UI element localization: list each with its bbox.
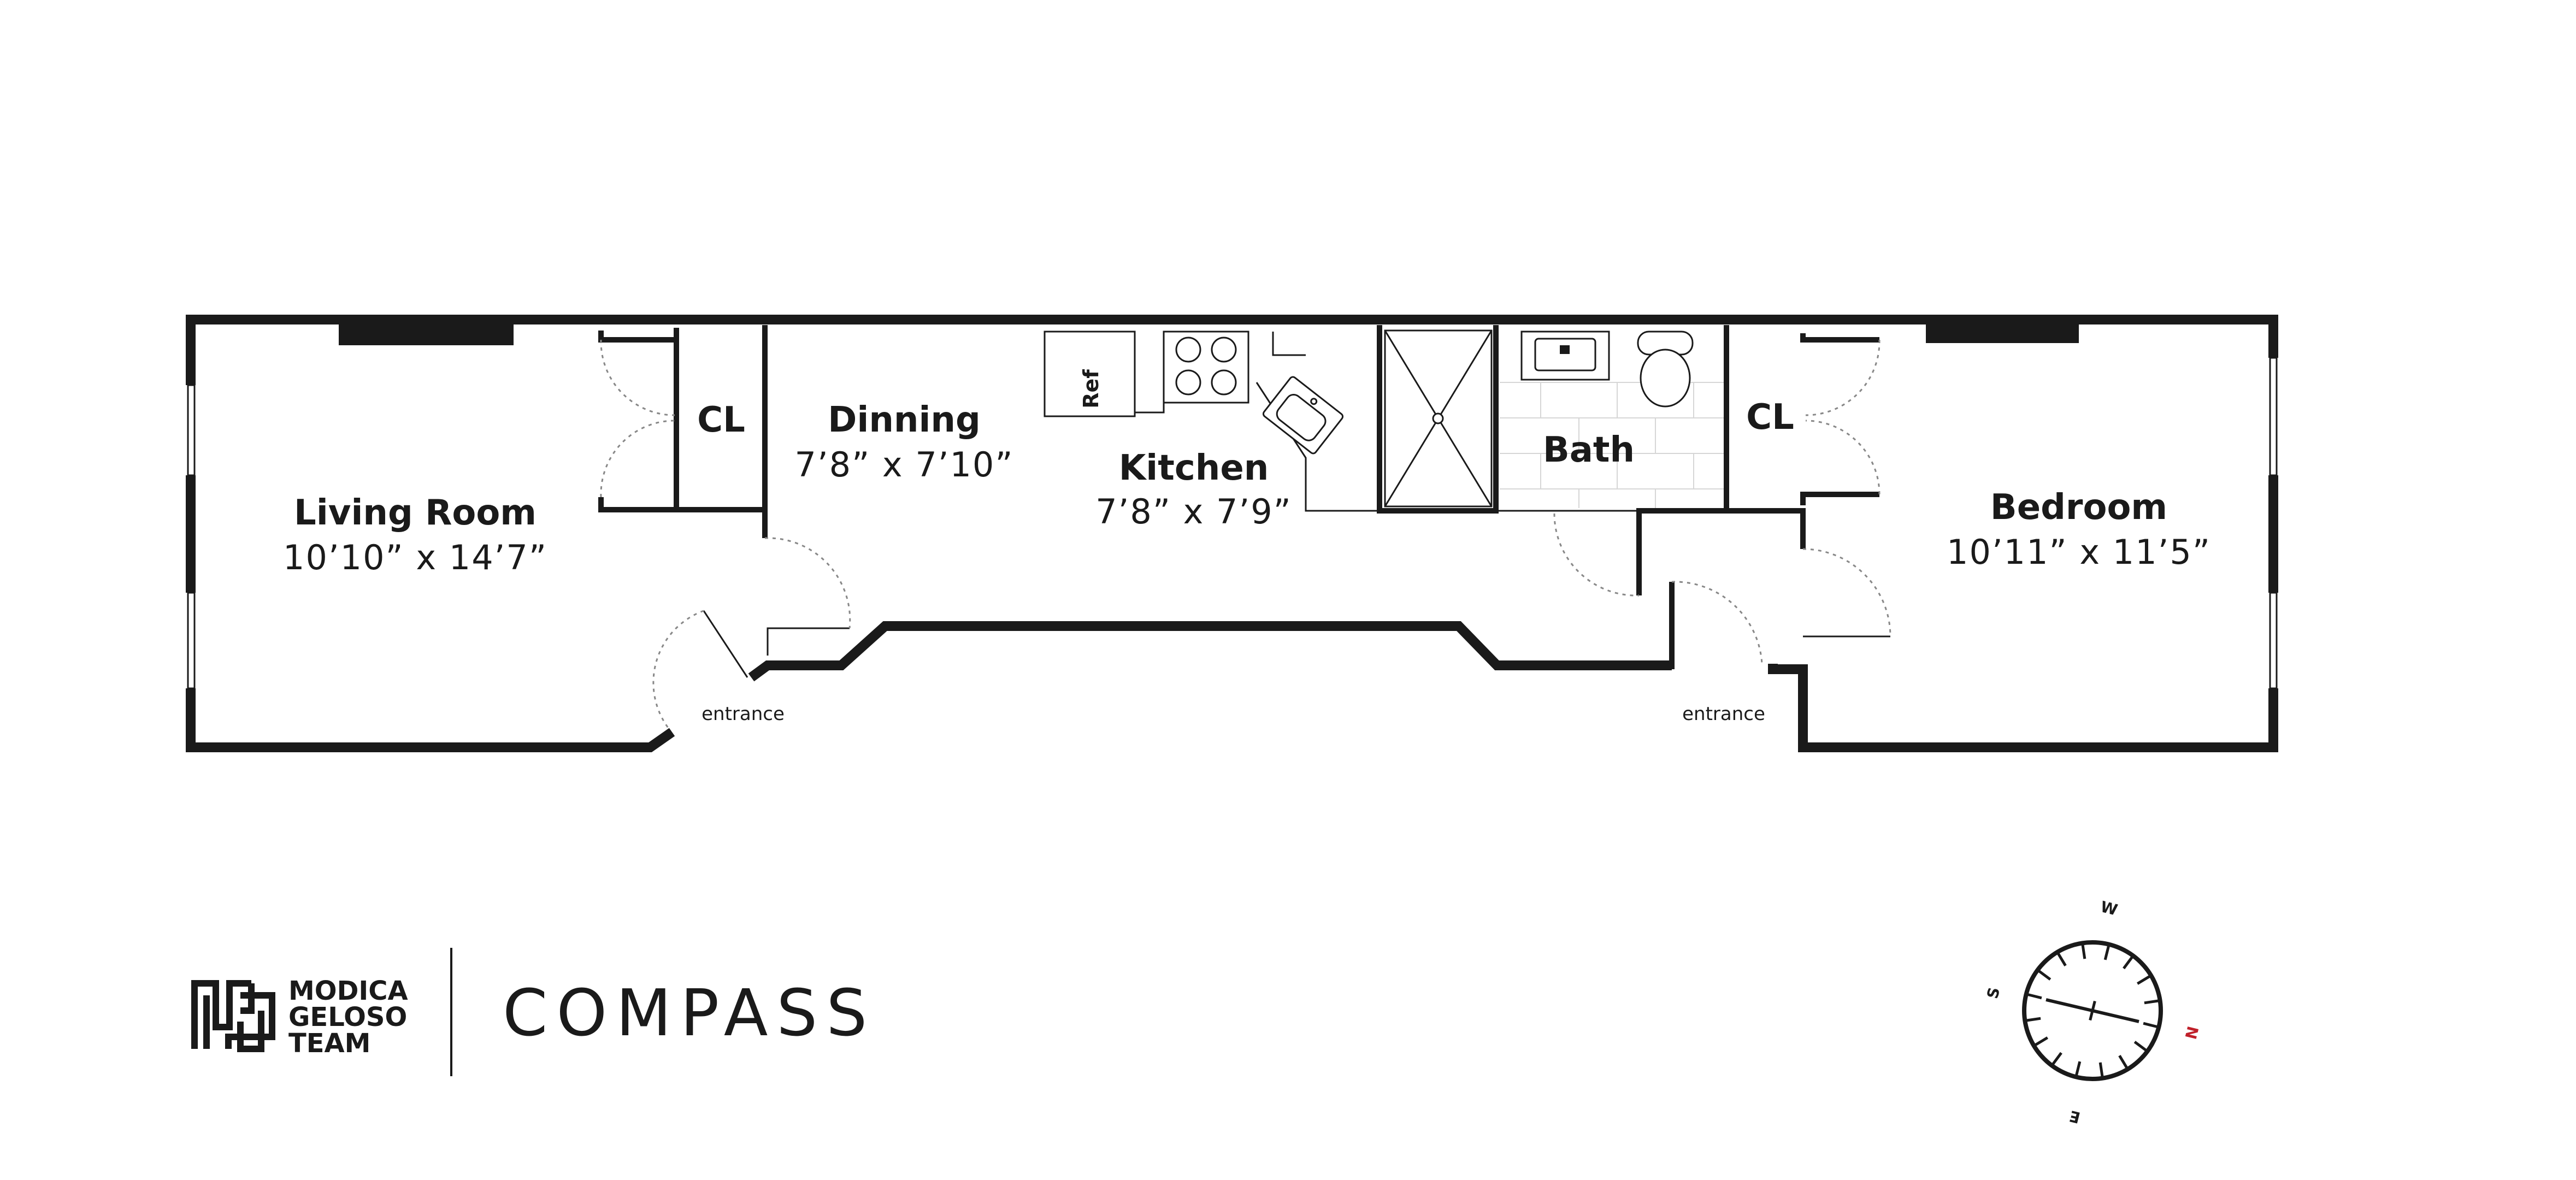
right-entrance-arc (1671, 581, 1763, 664)
closet-left-name: CL (697, 400, 745, 440)
refrigerator (1044, 331, 1136, 417)
left-entrance-door (703, 610, 748, 678)
bath-right-wall (1636, 508, 1726, 595)
kitchen-sink (1262, 376, 1344, 455)
compass-tick (2144, 999, 2159, 1005)
right-closet-door-arc-top (1805, 339, 1881, 416)
bottom-right-wall (1768, 664, 2278, 752)
compass-tick (2027, 993, 2042, 1000)
compass-tick (2035, 1036, 2048, 1046)
bedroom-window-2 (2269, 592, 2278, 689)
compass-tick (2052, 1052, 2062, 1065)
compass-tick (2133, 1041, 2147, 1052)
bedroom-name: Bedroom (1990, 487, 2167, 528)
modica-geloso-logo: MODICA GELOSO TEAM (191, 976, 408, 1059)
right-entrance-label: entrance (1682, 703, 1765, 725)
logo-line-3: TEAM (288, 1028, 370, 1059)
compass-south-label: S (1983, 986, 2003, 1001)
bedroom-header-bar (1926, 324, 2079, 343)
compass-tick (2143, 1022, 2158, 1028)
stove (1163, 331, 1249, 404)
bath-door-arc (1553, 513, 1640, 597)
dinning-dimensions: 7’8” x 7’10” (795, 445, 1014, 485)
compass-tick (2103, 945, 2110, 960)
dinning-name: Dinning (828, 400, 981, 440)
entry-partition (767, 627, 850, 656)
bedroom-dimensions: 10’11” x 11’5” (1947, 532, 2211, 572)
fixtures: Ref (1044, 329, 1724, 508)
compass-north-label: N (2181, 1024, 2202, 1041)
bath-sink (1520, 331, 1610, 381)
bottom-left-wall (186, 728, 675, 752)
living-header-bar (339, 324, 514, 345)
compass-tick (2098, 1062, 2104, 1077)
dinning-door-arc (764, 537, 851, 629)
bedroom-door-arc (1802, 548, 1891, 637)
kitchen-counter-right (1272, 332, 1306, 356)
closet-right-name: CL (1746, 397, 1794, 438)
outer-walls (186, 315, 2278, 752)
compass-tick (2057, 953, 2067, 966)
compass-tick (2075, 1061, 2082, 1076)
left-entrance-label: entrance (702, 703, 785, 725)
kitchen-name: Kitchen (1119, 448, 1269, 488)
toilet (1637, 331, 1694, 408)
bedroom-window-1 (2269, 357, 2278, 476)
logo-line-1: MODICA (288, 976, 408, 1006)
right-closet-top (1800, 333, 1879, 343)
shower (1384, 329, 1493, 508)
kitchen-dimensions: 7’8” x 7’9” (1095, 492, 1292, 532)
left-closet-door-arc-bottom (600, 420, 675, 498)
living-window-1 (187, 384, 196, 476)
compass-tick (2026, 1017, 2041, 1022)
compass-rose-icon: W N S E (1983, 898, 2202, 1127)
ref-label: Ref (1079, 369, 1103, 409)
living-room-name: Living Room (294, 493, 537, 533)
room-labels: Living Room 10’10” x 14’7” CL Dinning 7’… (283, 397, 2211, 725)
left-entrance-arc (652, 610, 704, 730)
left-closet-door-arc-top (600, 339, 675, 416)
left-closet-top (598, 331, 676, 343)
living-room-dimensions: 10’10” x 14’7” (283, 538, 547, 577)
compass-tick (2038, 970, 2052, 981)
interior-walls (598, 325, 1879, 678)
compass-tick (2118, 1055, 2128, 1069)
corridor-bottom-wall (748, 621, 1672, 682)
mg-monogram-icon (191, 980, 275, 1052)
right-closet-bottom (1800, 492, 1879, 505)
compass-brand-name: COMPASS (503, 975, 876, 1051)
right-closet-door-arc-bottom (1805, 420, 1881, 495)
compass-west-label: W (2098, 898, 2119, 919)
compass-tick (2081, 944, 2086, 959)
compass-tick (2123, 956, 2133, 970)
compass-east-label: E (2067, 1107, 2082, 1127)
compass-tick (2137, 975, 2150, 985)
logo-line-2: GELOSO (288, 1002, 407, 1032)
bath-name: Bath (1543, 430, 1635, 470)
living-window-2 (187, 592, 196, 689)
right-hall-wall (1726, 508, 1806, 549)
door-swings (600, 339, 1891, 730)
